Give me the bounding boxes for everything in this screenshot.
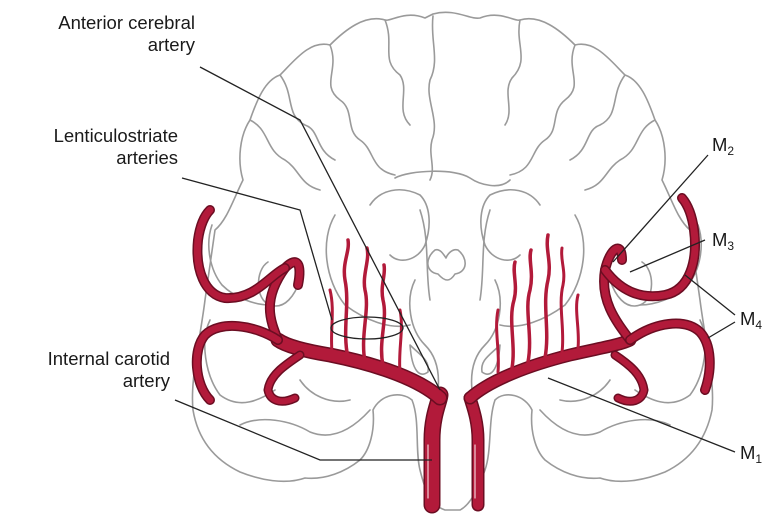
label-lenticulo-line1: Lenticulostriate	[0, 125, 178, 147]
label-internal-carotid-artery: Internal carotid artery	[0, 348, 170, 392]
label-m3: M3	[712, 229, 734, 257]
leader-m4-lower	[708, 322, 735, 338]
leader-ica	[175, 400, 432, 460]
label-ica-line1: Internal carotid	[0, 348, 170, 370]
brain-outline	[192, 12, 712, 510]
label-m2: M2	[712, 134, 734, 162]
label-aca-line2: artery	[10, 34, 195, 56]
label-lenticulostriate-arteries: Lenticulostriate arteries	[0, 125, 178, 169]
label-m1: M1	[740, 442, 762, 470]
leader-m4-upper	[685, 275, 735, 315]
arteries	[197, 198, 710, 505]
label-ica-line2: artery	[0, 370, 170, 392]
label-aca-line1: Anterior cerebral	[10, 12, 195, 34]
label-m4: M4	[740, 308, 762, 336]
label-anterior-cerebral-artery: Anterior cerebral artery	[10, 12, 195, 56]
label-lenticulo-line2: arteries	[0, 147, 178, 169]
